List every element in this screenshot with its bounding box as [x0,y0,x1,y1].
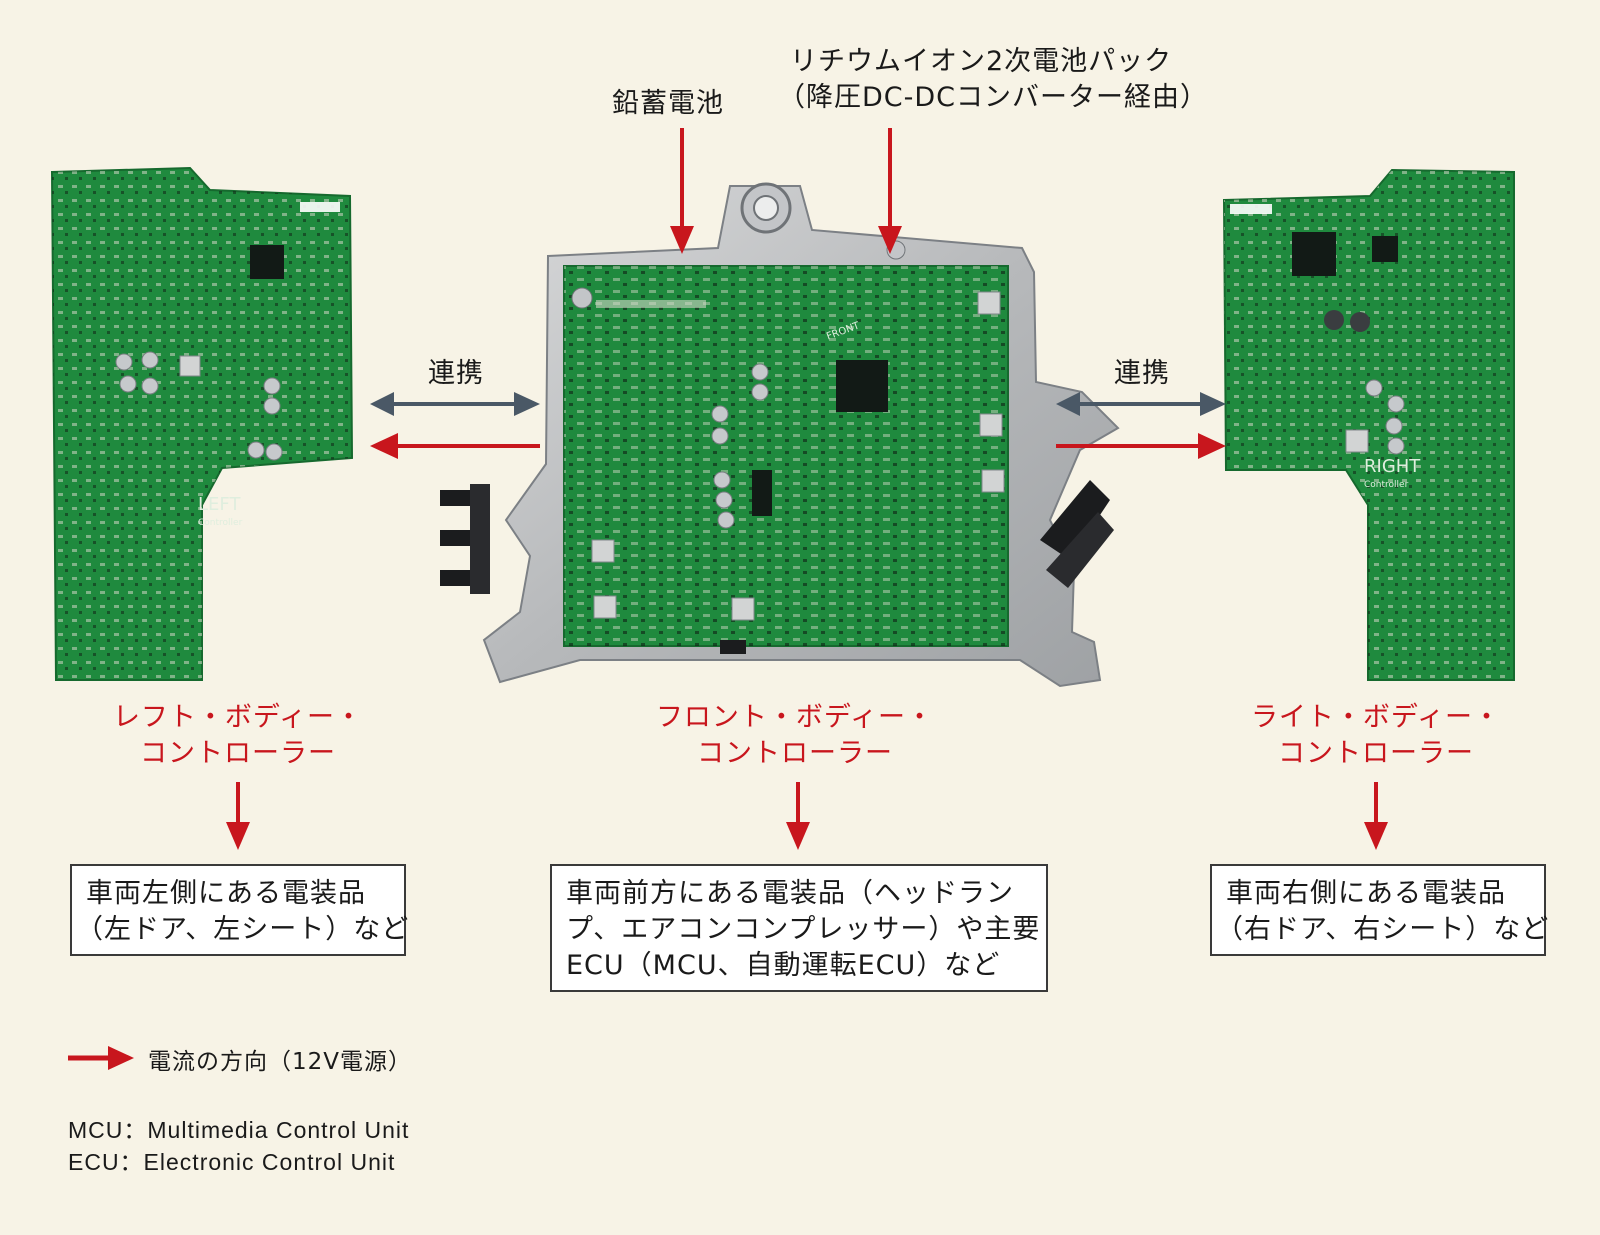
front-board-silkscreen: FRONT [825,320,862,343]
left-devices-line2: （左ドア、左シート）など [76,914,410,945]
left-controller-name: レフト・ボディー・ コントローラー [88,700,388,772]
legend-current-direction-label: 電流の方向（12V電源） [148,1049,413,1075]
left-devices-line1: 車両左側にある電装品 [86,878,366,909]
right-controller-name-line2: コントローラー [1278,738,1474,769]
abbreviations-block: MCU：Multimedia Control Unit ECU：Electron… [68,1114,409,1178]
left-board-silkscreen-sub: Controller [198,518,243,528]
abbreviation-mcu: MCU：Multimedia Control Unit [68,1117,410,1143]
front-devices-box: 車両前方にある電装品（ヘッドラン プ、エアコンコンプレッサー）や主要 ECU（M… [550,864,1048,992]
left-devices-box: 車両左側にある電装品 （左ドア、左シート）など [70,864,410,956]
right-devices-line1: 車両右側にある電装品 [1226,878,1506,909]
liion-battery-label: リチウムイオン2次電池パック （降圧DC-DCコンバーター経由） [778,44,1208,117]
front-controller-name-line2: コントローラー [697,738,893,769]
front-controller-name-line1: フロント・ボディー・ [655,702,935,733]
legend-red-arrow [68,1046,134,1070]
right-devices-line2: （右ドア、右シート）など [1216,914,1550,945]
right-output-arrow [1364,782,1388,850]
lead-battery-arrow [670,128,694,254]
right-current-arrow [1056,433,1226,459]
front-output-arrow [786,782,810,850]
left-current-arrow [370,433,540,459]
left-link-label: 連携 [428,358,484,389]
left-link-double-arrow [370,392,540,416]
liion-battery-label-line1: リチウムイオン2次電池パック [790,46,1173,77]
front-devices-line2: プ、エアコンコンプレッサー）や主要 [566,914,1041,945]
liion-arrow [878,128,902,254]
left-board-silkscreen-title: LEFT [198,494,241,515]
left-controller-name-line2: コントローラー [140,738,336,769]
left-output-arrow [226,782,250,850]
right-link-label: 連携 [1114,358,1170,389]
left-controller-name-line1: レフト・ボディー・ [112,702,364,733]
front-controller-name: フロント・ボディー・ コントローラー [630,700,960,772]
right-controller-name: ライト・ボディー・ コントローラー [1226,700,1526,772]
lead-battery-label: 鉛蓄電池 [612,88,724,119]
right-board-silkscreen-title: RIGHT [1364,456,1421,477]
front-devices-line3: ECU（MCU、自動運転ECU）など [566,950,1001,981]
right-board-silkscreen-sub: Controller [1364,480,1409,490]
left-board-silkscreen: LEFT Controller [198,496,242,532]
liion-battery-label-line2: （降圧DC-DCコンバーター経由） [778,82,1209,114]
right-controller-name-line1: ライト・ボディー・ [1250,702,1502,733]
abbreviation-ecu: ECU：Electronic Control Unit [68,1149,396,1175]
front-devices-line1: 車両前方にある電装品（ヘッドラン [566,878,1014,909]
right-devices-box: 車両右側にある電装品 （右ドア、右シート）など [1210,864,1550,956]
right-board-silkscreen: RIGHT Controller [1364,458,1420,494]
right-link-double-arrow [1056,392,1226,416]
